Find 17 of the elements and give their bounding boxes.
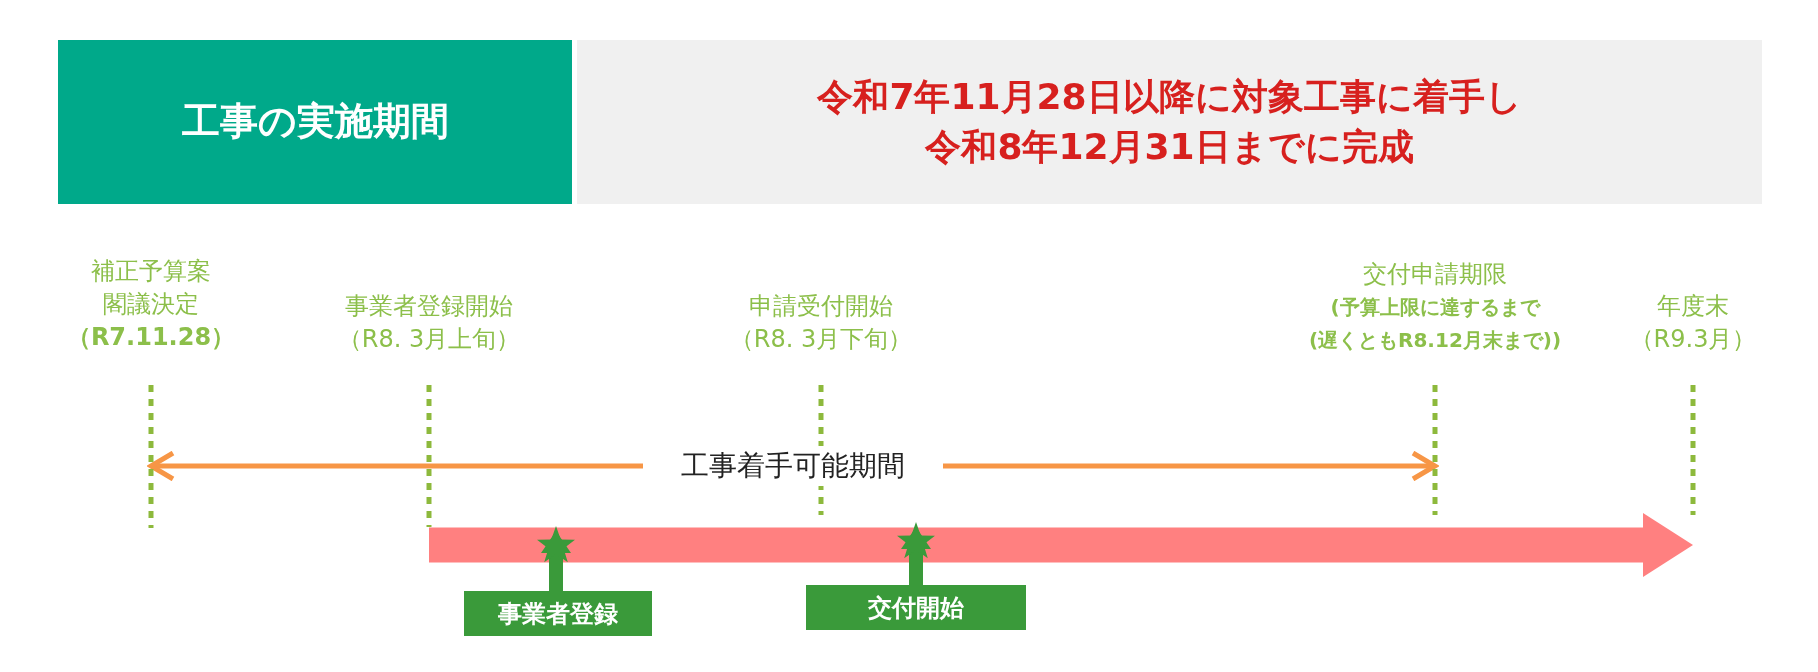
milestone-date: （R8. 3月下旬） — [728, 324, 914, 355]
milestone-date: （R9.3月） — [1628, 324, 1758, 355]
milestone-title: 申請受付開始 — [748, 291, 894, 322]
milestone-date: （R8. 3月上旬） — [336, 324, 522, 355]
period-text: 令和7年11月28日以降に対象工事に着手し令和8年12月31日までに完成 — [816, 74, 1523, 169]
heading-panel — [58, 40, 572, 204]
milestone-title: 交付申請期限 — [1362, 259, 1508, 290]
event-label-box: 事業者登録 — [464, 591, 652, 636]
milestone-date: （R7.11.28） — [65, 322, 237, 353]
milestone-date: (予算上限に達するまで(遅くともR8.12月末まで)) — [1307, 294, 1563, 354]
milestone-title: 年度末 — [1656, 291, 1730, 322]
edge-label: 工事着手可能期間 — [643, 446, 943, 486]
milestone-title: 事業者登録開始 — [344, 291, 514, 322]
milestone-title: 補正予算案閣議決定 — [90, 256, 212, 320]
timeline-arrow — [429, 513, 1693, 577]
event-label-box: 交付開始 — [806, 585, 1026, 630]
heading-text: 工事の実施期間 — [181, 98, 449, 146]
